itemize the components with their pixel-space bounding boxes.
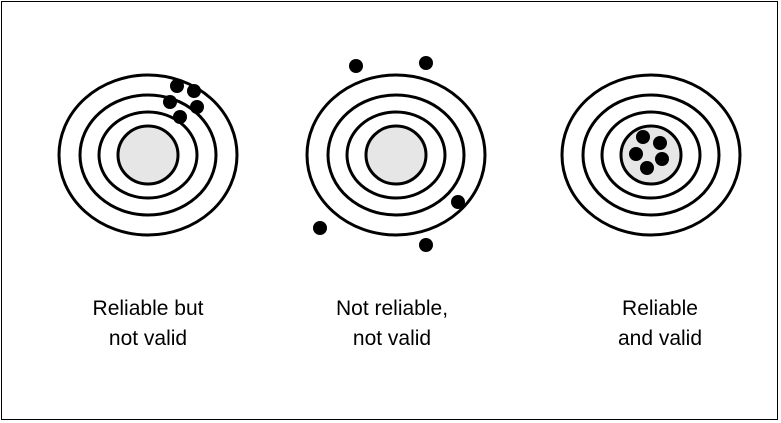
caption-line: Reliable but <box>92 297 204 320</box>
target-bullseye <box>116 124 180 186</box>
target-ring-second <box>345 110 447 200</box>
target-ring-third <box>326 93 466 217</box>
shot-dot <box>170 79 184 93</box>
caption-line: and valid <box>617 327 703 350</box>
caption-line: Not reliable, <box>335 297 449 320</box>
caption-reliable-and-valid: Reliable and valid <box>550 294 770 354</box>
target-reliable-and-valid <box>560 73 742 237</box>
caption-line: not valid <box>352 327 432 350</box>
target-ring-outer <box>560 73 742 237</box>
target-not-reliable-not-valid <box>305 56 487 252</box>
target-ring-second <box>600 110 702 200</box>
shot-dot <box>187 84 201 98</box>
target-ring-outer <box>57 73 239 237</box>
target-bullseye <box>364 124 428 186</box>
caption-line: Reliable <box>622 297 698 320</box>
target-ring-second <box>97 110 199 200</box>
shot-dot <box>640 161 654 175</box>
target-ring-third <box>78 93 218 217</box>
shot-dot <box>419 56 433 70</box>
shot-dot <box>419 238 433 252</box>
shot-dot <box>349 59 363 73</box>
shot-dot <box>653 136 667 150</box>
caption-not-reliable-not-valid: Not reliable, not valid <box>282 294 502 354</box>
shot-dot <box>636 130 650 144</box>
shot-dot <box>173 110 187 124</box>
target-ring-outer <box>305 73 487 237</box>
caption-line: not valid <box>108 327 188 350</box>
shot-dot <box>313 221 327 235</box>
caption-reliable-not-valid: Reliable but not valid <box>38 294 258 354</box>
shot-dot <box>451 195 465 209</box>
shot-dot <box>655 152 669 166</box>
shot-dot <box>163 95 177 109</box>
target-reliable-not-valid <box>57 73 239 237</box>
shot-dot <box>629 147 643 161</box>
shot-dot <box>190 100 204 114</box>
target-ring-third <box>581 93 721 217</box>
